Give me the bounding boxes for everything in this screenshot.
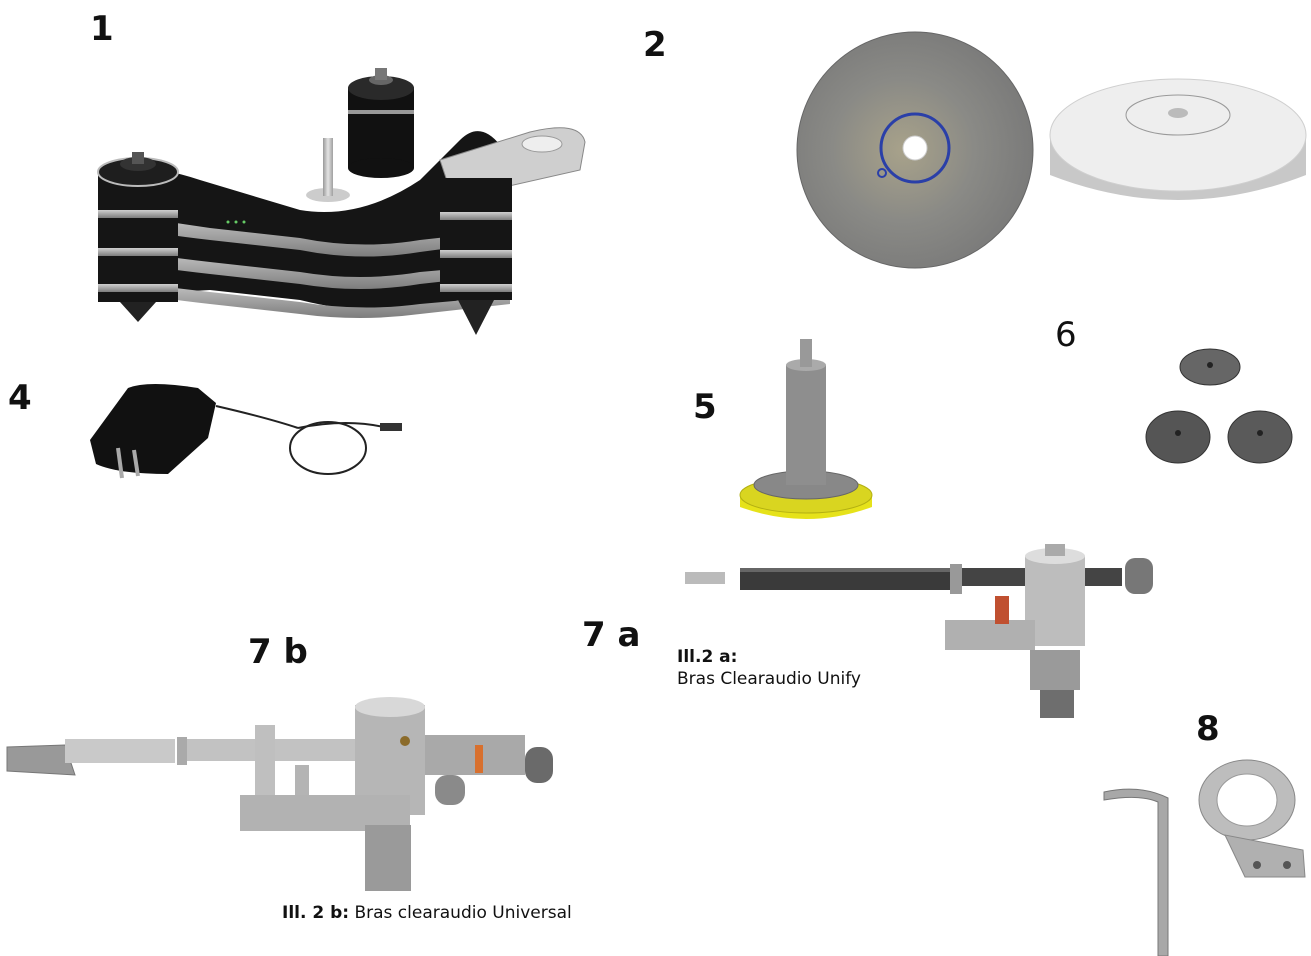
allen-key-illustration (1103, 788, 1169, 956)
caption-arm-a-text: Bras Clearaudio Unify (677, 669, 861, 689)
label-item-5: 5 (693, 387, 717, 427)
power-adapter-illustration (90, 384, 402, 479)
platter-base-illustration (1049, 78, 1307, 200)
clamp-ring-illustration (1198, 759, 1306, 878)
feet-illustration (1145, 348, 1293, 464)
label-item-6: 6 (1055, 315, 1077, 355)
turntable-chassis-illustration (97, 68, 586, 335)
platter-disc-illustration (796, 31, 1034, 269)
caption-arm-b: Ill. 2 b: Bras clearaudio Universal (282, 902, 572, 924)
caption-arm-b-label: Ill. 2 b: (282, 903, 350, 923)
spindle-weight-illustration (739, 339, 873, 519)
tonearm-unify-illustration (685, 544, 1153, 718)
caption-arm-a: Ill.2 a: Bras Clearaudio Unify (677, 646, 861, 690)
label-item-2: 2 (643, 25, 667, 65)
label-item-1: 1 (90, 9, 114, 49)
caption-arm-a-label: Ill.2 a: (677, 647, 738, 667)
caption-arm-b-text: Bras clearaudio Universal (349, 903, 572, 923)
label-item-7a: 7 a (582, 615, 641, 655)
tonearm-universal-illustration (6, 697, 553, 891)
label-item-4: 4 (8, 378, 32, 418)
label-item-7b: 7 b (248, 632, 308, 672)
label-item-8: 8 (1196, 709, 1220, 749)
